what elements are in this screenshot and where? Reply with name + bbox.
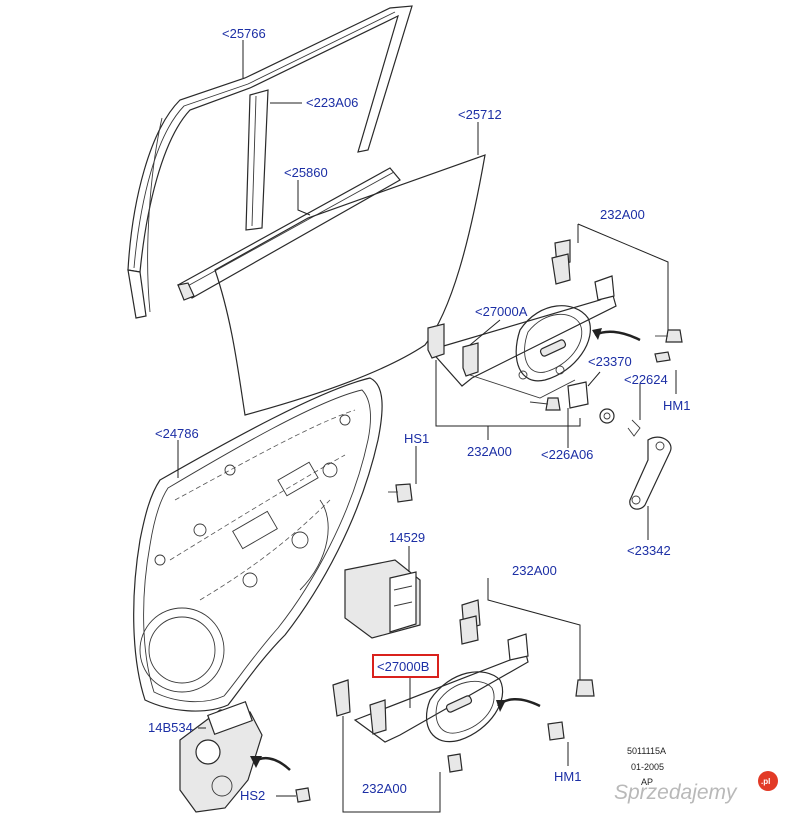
- label-232a00-top: 232A00: [600, 207, 645, 222]
- label-25766: <25766: [222, 26, 266, 41]
- label-226a06: <226A06: [541, 447, 593, 462]
- drawing-code: 5011115A: [627, 746, 666, 756]
- window-run-channel: [127, 5, 413, 319]
- callout-leaders: [177, 40, 677, 813]
- upper-window-regulator: [427, 239, 641, 399]
- label-27000b: <27000B: [377, 659, 429, 674]
- watermark-badge-text: .pl: [761, 777, 770, 786]
- label-223a06: <223A06: [306, 95, 358, 110]
- window-motor: [179, 700, 311, 813]
- label-hs2: HS2: [240, 788, 265, 803]
- belt-seal: [176, 167, 401, 301]
- label-22624: <22624: [624, 372, 668, 387]
- callout-labels: <25766 <223A06 <25712 <25860 232A00 <270…: [148, 26, 690, 803]
- label-hs1: HS1: [404, 431, 429, 446]
- label-24786: <24786: [155, 426, 199, 441]
- label-23370: <23370: [588, 354, 632, 369]
- upper-bolts: [529, 329, 683, 510]
- door-glass: [214, 154, 486, 416]
- drawing-suffix: AP: [641, 777, 653, 787]
- hs1-bolt: [388, 483, 413, 503]
- watermark-text: Sprzedajemy: [614, 781, 738, 804]
- watermark-badge: [758, 771, 778, 791]
- label-232a00-bottom: 232A00: [362, 781, 407, 796]
- label-232a00-lower: 232A00: [512, 563, 557, 578]
- label-27000a: <27000A: [475, 304, 528, 319]
- label-hm1-top: HM1: [663, 398, 690, 413]
- label-14529: 14529: [389, 530, 425, 545]
- lower-window-regulator: [332, 599, 595, 773]
- inner-run-strip: [245, 89, 269, 231]
- drawing-metadata: 5011115A 01-2005 AP: [627, 746, 666, 787]
- highlight-box-27000b: [372, 654, 439, 678]
- label-14b534: 14B534: [148, 720, 193, 735]
- door-trim-panel: [133, 377, 383, 712]
- label-25712: <25712: [458, 107, 502, 122]
- window-switch: [344, 559, 421, 639]
- drawing-date: 01-2005: [631, 762, 664, 772]
- label-232a00-mid: 232A00: [467, 444, 512, 459]
- label-hm1-bottom: HM1: [554, 769, 581, 784]
- watermark: Sprzedajemy .pl: [614, 771, 778, 804]
- label-25860: <25860: [284, 165, 328, 180]
- label-23342: <23342: [627, 543, 671, 558]
